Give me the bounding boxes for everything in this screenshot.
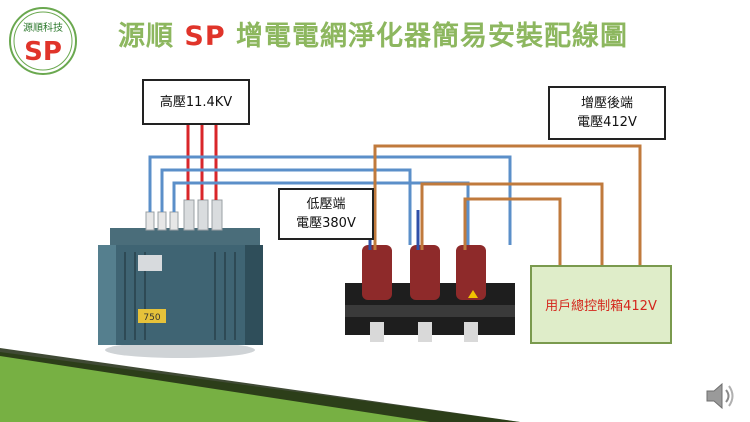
page-title: 源順 SP 增電電網淨化器簡易安裝配線圖 [118, 21, 629, 52]
rating-plate-text: 750 [143, 313, 160, 323]
speaker-icon[interactable] [703, 380, 737, 412]
lv-wires [148, 155, 512, 245]
low-voltage-label: 低壓端 電壓380V [278, 188, 374, 240]
decor-dark-stripe [0, 348, 520, 422]
high-voltage-label: 高壓11.4KV [142, 79, 250, 125]
title-brand: SP [184, 21, 226, 52]
logo-top-text: 源順科技 [23, 21, 63, 34]
boosted-voltage-label: 增壓後端 電壓412V [548, 86, 666, 140]
boost-wires [373, 144, 642, 265]
hv-wires [186, 121, 218, 200]
transformer: 750 [98, 199, 263, 358]
user-control-panel: 用戶總控制箱412V [530, 265, 672, 344]
logo-main-text: SP [24, 37, 62, 67]
rating-plate [138, 309, 166, 323]
company-logo: 源順科技 SP [9, 7, 77, 75]
power-purifier-unit [345, 245, 515, 342]
